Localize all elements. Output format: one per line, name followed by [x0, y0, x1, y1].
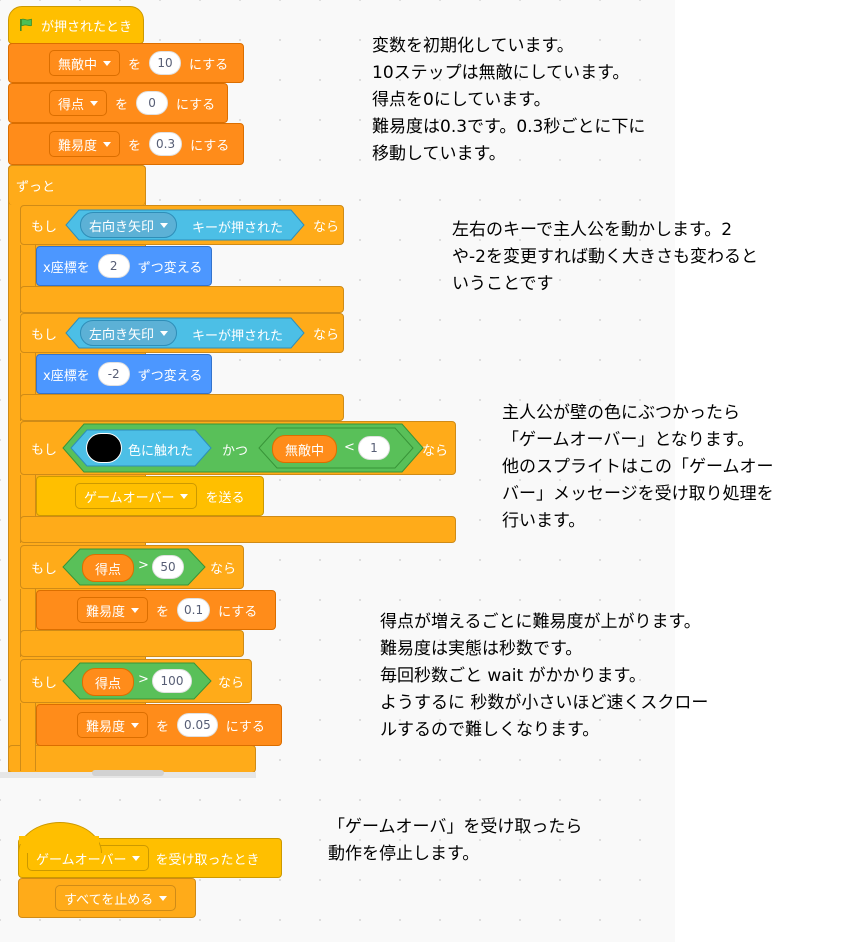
forever-foot: [8, 745, 256, 773]
note-stop: 「ゲームオーバ」を受け取ったら動作を停止します。: [328, 817, 583, 864]
hat-bump-fill: [19, 836, 99, 844]
message-dropdown[interactable]: ゲームオーバー: [75, 483, 198, 509]
color-swatch[interactable]: [86, 433, 122, 463]
variable-dropdown[interactable]: 無敵中: [49, 50, 121, 76]
key-dropdown[interactable]: 左向き矢印: [80, 320, 178, 346]
change-x-block[interactable]: x座標を -2 ずつ変える: [36, 354, 212, 394]
if-block-inner-arm: [20, 703, 36, 771]
stop-dropdown[interactable]: すべてを止める: [55, 885, 177, 911]
touching-color-label: 色に触れた: [128, 444, 194, 459]
set-to-label: を: [128, 138, 142, 154]
if-block[interactable]: もし なら: [20, 313, 344, 353]
if-label: もし: [31, 561, 58, 577]
invincible-reporter[interactable]: 無敵中: [272, 435, 338, 463]
set-variable-block[interactable]: 難易度 を 0.3 にする: [8, 123, 244, 165]
change-x-block[interactable]: x座標を 2 ずつ変える: [36, 246, 212, 286]
value-input[interactable]: 2: [97, 254, 130, 278]
canvas-margin: [675, 0, 865, 942]
broadcast-block[interactable]: ゲームオーバー を送る: [36, 476, 264, 516]
variable-dropdown[interactable]: 難易度: [77, 597, 149, 623]
message-dropdown[interactable]: ゲームオーバー: [27, 845, 150, 871]
dropdown-arrow-icon: [159, 895, 168, 901]
note-game-over: 主人公が壁の色にぶつかったら「ゲームオーバー」となります。他のスプライトはこの「…: [502, 403, 774, 531]
dropdown-arrow-icon: [131, 607, 140, 613]
then-label: なら: [313, 219, 340, 235]
key-dropdown[interactable]: 右向き矢印: [80, 212, 178, 238]
operator-symbol: >: [138, 558, 149, 573]
value-input[interactable]: -2: [97, 362, 130, 386]
then-label: なら: [218, 676, 245, 691]
forever-label: ずっと: [16, 180, 56, 195]
if-block-foot: [20, 394, 344, 421]
value-input[interactable]: 50: [152, 555, 184, 579]
note-initialize: 変数を初期化しています。10ステップは無敵にしています。得点を0にしています。難…: [372, 36, 646, 164]
score-reporter[interactable]: 得点: [82, 668, 135, 696]
set-to-label: を: [156, 604, 170, 620]
green-flag-icon: [20, 18, 32, 31]
value-input[interactable]: 0.3: [149, 132, 183, 156]
value-input[interactable]: 100: [152, 669, 192, 693]
if-label: もし: [31, 327, 58, 343]
if-block-foot: [20, 630, 244, 657]
key-pressed-label: キーが押された: [192, 329, 284, 344]
if-label: もし: [31, 675, 58, 691]
dropdown-arrow-icon: [131, 722, 140, 728]
note-difficulty: 得点が増えるごとに難易度が上がります。難易度は実態は秒数です。毎回秒数ごと wa…: [380, 612, 709, 740]
variable-dropdown[interactable]: 難易度: [49, 131, 121, 157]
and-label: かつ: [222, 444, 249, 459]
then-label: なら: [422, 444, 449, 459]
score-reporter[interactable]: 得点: [82, 554, 135, 582]
set-variable-block[interactable]: 難易度 を 0.1 にする: [36, 590, 276, 630]
if-block-foot: [20, 286, 344, 313]
hat-label: が押されたとき: [41, 19, 133, 35]
set-to-label: を: [115, 97, 129, 113]
when-receive-label: を受け取ったとき: [155, 852, 260, 868]
dropdown-arrow-icon: [132, 855, 141, 861]
broadcast-label: を送る: [205, 490, 245, 506]
if-label: もし: [31, 219, 58, 235]
if-label: もし: [31, 442, 58, 458]
dropdown-arrow-icon: [160, 330, 169, 336]
dropdown-arrow-icon: [180, 493, 189, 499]
set-suffix-label: にする: [190, 138, 230, 154]
change-x-suffix: ずつ変える: [137, 260, 203, 276]
variable-dropdown[interactable]: 得点: [49, 90, 108, 116]
set-to-label: を: [156, 719, 170, 735]
dropdown-arrow-icon: [103, 141, 112, 147]
operator-symbol: <: [344, 440, 355, 455]
then-label: なら: [313, 327, 340, 343]
dropdown-arrow-icon: [160, 222, 169, 228]
dropdown-arrow-icon: [90, 100, 99, 106]
if-block[interactable]: もし なら: [20, 205, 344, 245]
operator-symbol: >: [138, 672, 149, 687]
value-input[interactable]: 10: [149, 51, 182, 75]
value-input[interactable]: 1: [358, 436, 390, 460]
forever-arm: [8, 165, 146, 205]
stop-all-block[interactable]: すべてを止める: [18, 878, 196, 918]
change-x-label: x座標を: [43, 368, 90, 384]
set-suffix-label: にする: [189, 57, 229, 73]
change-x-label: x座標を: [43, 260, 90, 276]
set-suffix-label: にする: [176, 97, 216, 113]
key-pressed-label: キーが押された: [192, 221, 284, 236]
set-suffix-label: にする: [225, 719, 265, 735]
if-block-foot: [20, 516, 456, 543]
variable-dropdown[interactable]: 難易度: [77, 712, 149, 738]
then-label: なら: [210, 562, 237, 577]
when-flag-clicked-hat[interactable]: が押されたとき: [8, 6, 144, 44]
set-to-label: を: [128, 57, 142, 73]
scrollbar-thumb[interactable]: [92, 770, 164, 776]
set-variable-block[interactable]: 難易度 を 0.05 にする: [36, 704, 282, 746]
value-input[interactable]: 0: [136, 91, 169, 115]
set-variable-block[interactable]: 得点 を 0 にする: [8, 83, 228, 123]
set-suffix-label: にする: [218, 604, 258, 620]
value-input[interactable]: 0.1: [177, 598, 211, 622]
value-input[interactable]: 0.05: [177, 713, 218, 737]
dropdown-arrow-icon: [103, 60, 112, 66]
set-variable-block[interactable]: 無敵中 を 10 にする: [8, 43, 244, 83]
change-x-suffix: ずつ変える: [137, 368, 203, 384]
